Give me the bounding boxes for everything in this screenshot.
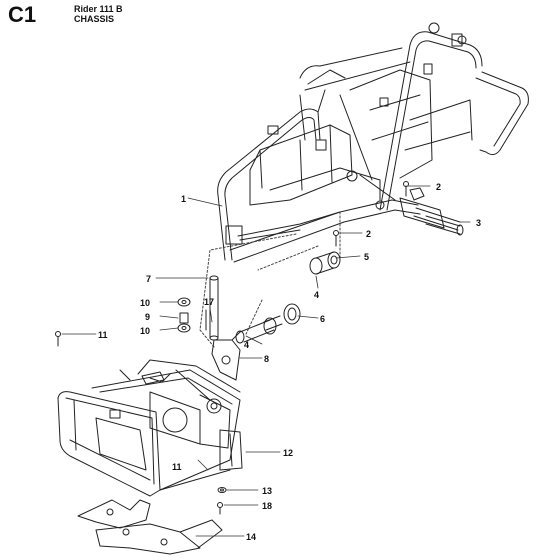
chassis-frame-drawing [217, 22, 529, 263]
callout-17: 17 [204, 297, 214, 307]
callout-2: 2 [436, 182, 441, 192]
model-name: Rider 111 B [74, 4, 123, 14]
callout-4: 4 [244, 340, 249, 350]
lower-frame-drawing [57, 359, 243, 497]
callout-5: 5 [364, 252, 369, 262]
callout-7: 7 [146, 274, 151, 284]
callout-14: 14 [246, 532, 256, 542]
callout-11: 11 [172, 462, 182, 472]
callout-18: 18 [262, 501, 272, 511]
callout-10: 10 [140, 298, 150, 308]
callout-9: 9 [145, 312, 150, 322]
bottom-bracket-drawing [77, 499, 223, 555]
callout-8: 8 [264, 354, 269, 364]
callout-10: 10 [140, 326, 150, 336]
section-code: C1 [8, 2, 37, 27]
callout-3: 3 [476, 218, 481, 228]
callout-11: 11 [98, 330, 108, 340]
callout-4: 4 [314, 290, 319, 300]
callout-1: 1 [181, 194, 186, 204]
callout-12: 12 [283, 448, 293, 458]
callout-13: 13 [262, 486, 272, 496]
section-title: CHASSIS [74, 14, 115, 24]
callout-labels: 1 2 3 2 5 4 7 17 10 9 10 6 4 8 11 12 11 … [98, 182, 481, 542]
callout-6: 6 [320, 314, 325, 324]
pivot-parts-drawing [177, 181, 461, 381]
callout-2: 2 [366, 229, 371, 239]
